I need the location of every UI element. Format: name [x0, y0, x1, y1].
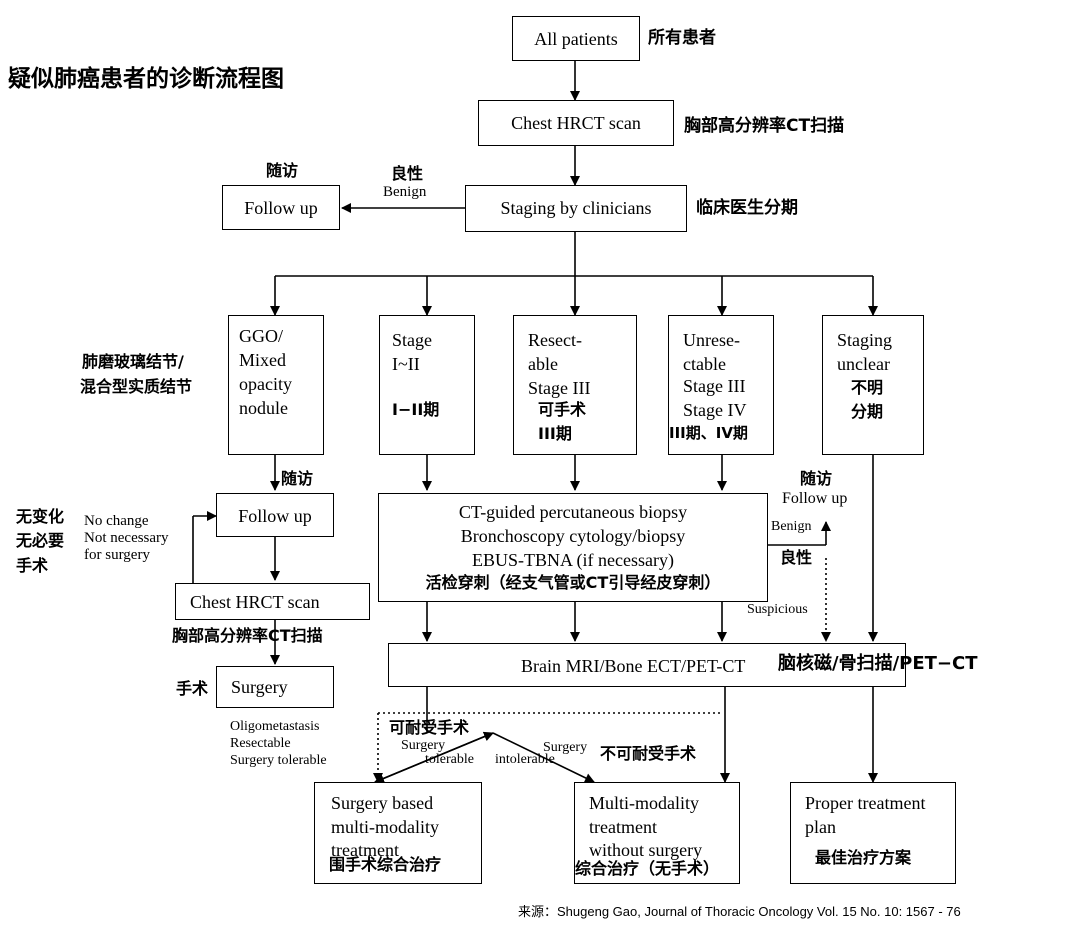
stage12-line2: I~II — [392, 354, 420, 374]
no-change-cn1: 无变化 — [16, 507, 65, 526]
surgery-based-line3: treatment — [331, 840, 399, 860]
surgery-based-line2: multi-modality — [331, 817, 439, 837]
biopsy-line3: EBUS-TBNA (if necessary) — [472, 550, 674, 570]
ggo-box: GGO/ Mixed opacity nodule — [228, 315, 324, 455]
tolerable-cn: 可耐受手术 — [389, 718, 470, 737]
no-change-cn3: 手术 — [16, 556, 49, 575]
unclear-cn1: 不明 — [851, 378, 884, 397]
unresectable-cn: III期、IV期 — [669, 424, 748, 442]
no-change-line3: for surgery — [84, 547, 150, 563]
staging-cn: 临床医生分期 — [696, 198, 798, 218]
page-title: 疑似肺癌患者的诊断流程图 — [8, 66, 284, 92]
no-change-line2: Not necessary — [84, 530, 169, 546]
follow-up-left-cn: 随访 — [281, 469, 314, 488]
intolerable-line2: intolerable — [495, 752, 555, 767]
stage12-box: Stage I~II I−II期 — [379, 315, 475, 455]
proper-treatment-line1: Proper treatment — [805, 793, 926, 813]
follow-up-top-cn: 随访 — [266, 161, 299, 180]
unresectable-line1: Unrese- — [683, 330, 740, 350]
multi-modality-line2: treatment — [589, 817, 657, 837]
imaging-cn: 脑核磁/骨扫描/PET−CT — [778, 653, 978, 674]
stage12-line1: Stage — [392, 330, 432, 350]
multi-modality-line3: without surgery — [589, 840, 703, 860]
surgery-based-cn: 围手术综合治疗 — [329, 855, 442, 874]
follow-up-right-cn: 随访 — [800, 469, 833, 488]
benign-top-cn: 良性 — [391, 164, 424, 183]
multi-modality-line1: Multi-modality — [589, 793, 699, 813]
multi-modality-box: Multi-modality treatment without surgery… — [574, 782, 740, 884]
unresectable-box: Unrese- ctable Stage III Stage IV III期、I… — [668, 315, 774, 455]
chest-hrct-cn: 胸部高分辨率CT扫描 — [684, 116, 845, 136]
proper-treatment-line2: plan — [805, 817, 836, 837]
staging-label: Staging by clinicians — [500, 198, 652, 218]
biopsy-cn: 活检穿刺（经支气管或CT引导经皮穿刺） — [425, 573, 721, 592]
resectable-line1: Resect- — [528, 330, 582, 350]
follow-up-top-label: Follow up — [244, 198, 318, 218]
all-patients-cn: 所有患者 — [648, 28, 716, 48]
chest-hrct-box: Chest HRCT scan — [478, 100, 674, 146]
chest-hrct2-cn: 胸部高分辨率CT扫描 — [172, 626, 323, 645]
tolerable-line1: Surgery — [401, 738, 446, 753]
surgery-box: Surgery — [216, 666, 334, 708]
all-patients-box: All patients — [512, 16, 640, 61]
resectable-cn2: III期 — [538, 424, 572, 443]
surgery-cn: 手术 — [176, 679, 209, 698]
biopsy-line2: Bronchoscopy cytology/biopsy — [460, 526, 686, 546]
proper-treatment-box: Proper treatment plan 最佳治疗方案 — [790, 782, 956, 884]
no-change-line1: No change — [84, 513, 149, 529]
imaging-box: Brain MRI/Bone ECT/PET-CT — [388, 643, 906, 687]
oligo-line3: Surgery tolerable — [230, 753, 327, 768]
unresectable-line2: ctable — [683, 354, 726, 374]
no-change-cn2: 无必要 — [16, 531, 65, 550]
oligo-line2: Resectable — [230, 736, 291, 751]
intolerable-line1: Surgery — [543, 740, 588, 755]
follow-up-left-label: Follow up — [238, 506, 312, 526]
proper-treatment-cn: 最佳治疗方案 — [815, 848, 912, 867]
unresectable-line3: Stage III — [683, 376, 746, 396]
unclear-box: Staging unclear 不明 分期 — [822, 315, 924, 455]
staging-box: Staging by clinicians — [465, 185, 687, 232]
chest-hrct2-box: Chest HRCT scan — [175, 583, 370, 620]
suspicious-label: Suspicious — [747, 602, 808, 617]
resectable-box: Resect- able Stage III 可手术 III期 — [513, 315, 637, 455]
surgery-based-line1: Surgery based — [331, 793, 434, 813]
follow-up-left-box: Follow up — [216, 493, 334, 537]
stage12-cn: I−II期 — [392, 400, 440, 419]
unresectable-line4: Stage IV — [683, 400, 747, 420]
unclear-line1: Staging — [837, 330, 893, 350]
surgery-label: Surgery — [231, 677, 288, 697]
benign-top-label: Benign — [383, 184, 427, 200]
ggo-line4: nodule — [239, 398, 288, 418]
imaging-label: Brain MRI/Bone ECT/PET-CT — [521, 656, 746, 676]
ggo-line2: Mixed — [239, 350, 286, 370]
source-citation: 来源：Shugeng Gao, Journal of Thoracic Onco… — [518, 904, 961, 919]
resectable-line2: able — [528, 354, 558, 374]
benign-right-label: Benign — [771, 519, 812, 534]
surgery-based-box: Surgery based multi-modality treatment 围… — [314, 782, 482, 884]
chest-hrct-label: Chest HRCT scan — [511, 113, 641, 133]
multi-modality-cn: 综合治疗（无手术） — [575, 859, 720, 878]
benign-right-cn: 良性 — [780, 548, 813, 567]
oligo-line1: Oligometastasis — [230, 719, 320, 734]
biopsy-box: CT-guided percutaneous biopsy Bronchosco… — [378, 493, 768, 602]
follow-up-top-box: Follow up — [222, 185, 340, 230]
unclear-line2: unclear — [837, 354, 890, 374]
all-patients-label: All patients — [534, 29, 618, 49]
resectable-cn1: 可手术 — [538, 400, 587, 419]
tolerable-line2: tolerable — [425, 752, 474, 767]
intolerable-cn: 不可耐受手术 — [600, 744, 697, 763]
ggo-line3: opacity — [239, 374, 292, 394]
chest-hrct2-label: Chest HRCT scan — [190, 592, 320, 612]
resectable-line3: Stage III — [528, 378, 591, 398]
ggo-cn1: 肺磨玻璃结节/ — [82, 352, 184, 371]
biopsy-line1: CT-guided percutaneous biopsy — [458, 502, 688, 522]
ggo-line1: GGO/ — [239, 326, 283, 346]
ggo-cn2: 混合型实质结节 — [80, 377, 193, 396]
unclear-cn2: 分期 — [851, 402, 884, 421]
follow-up-right-label: Follow up — [782, 490, 848, 507]
